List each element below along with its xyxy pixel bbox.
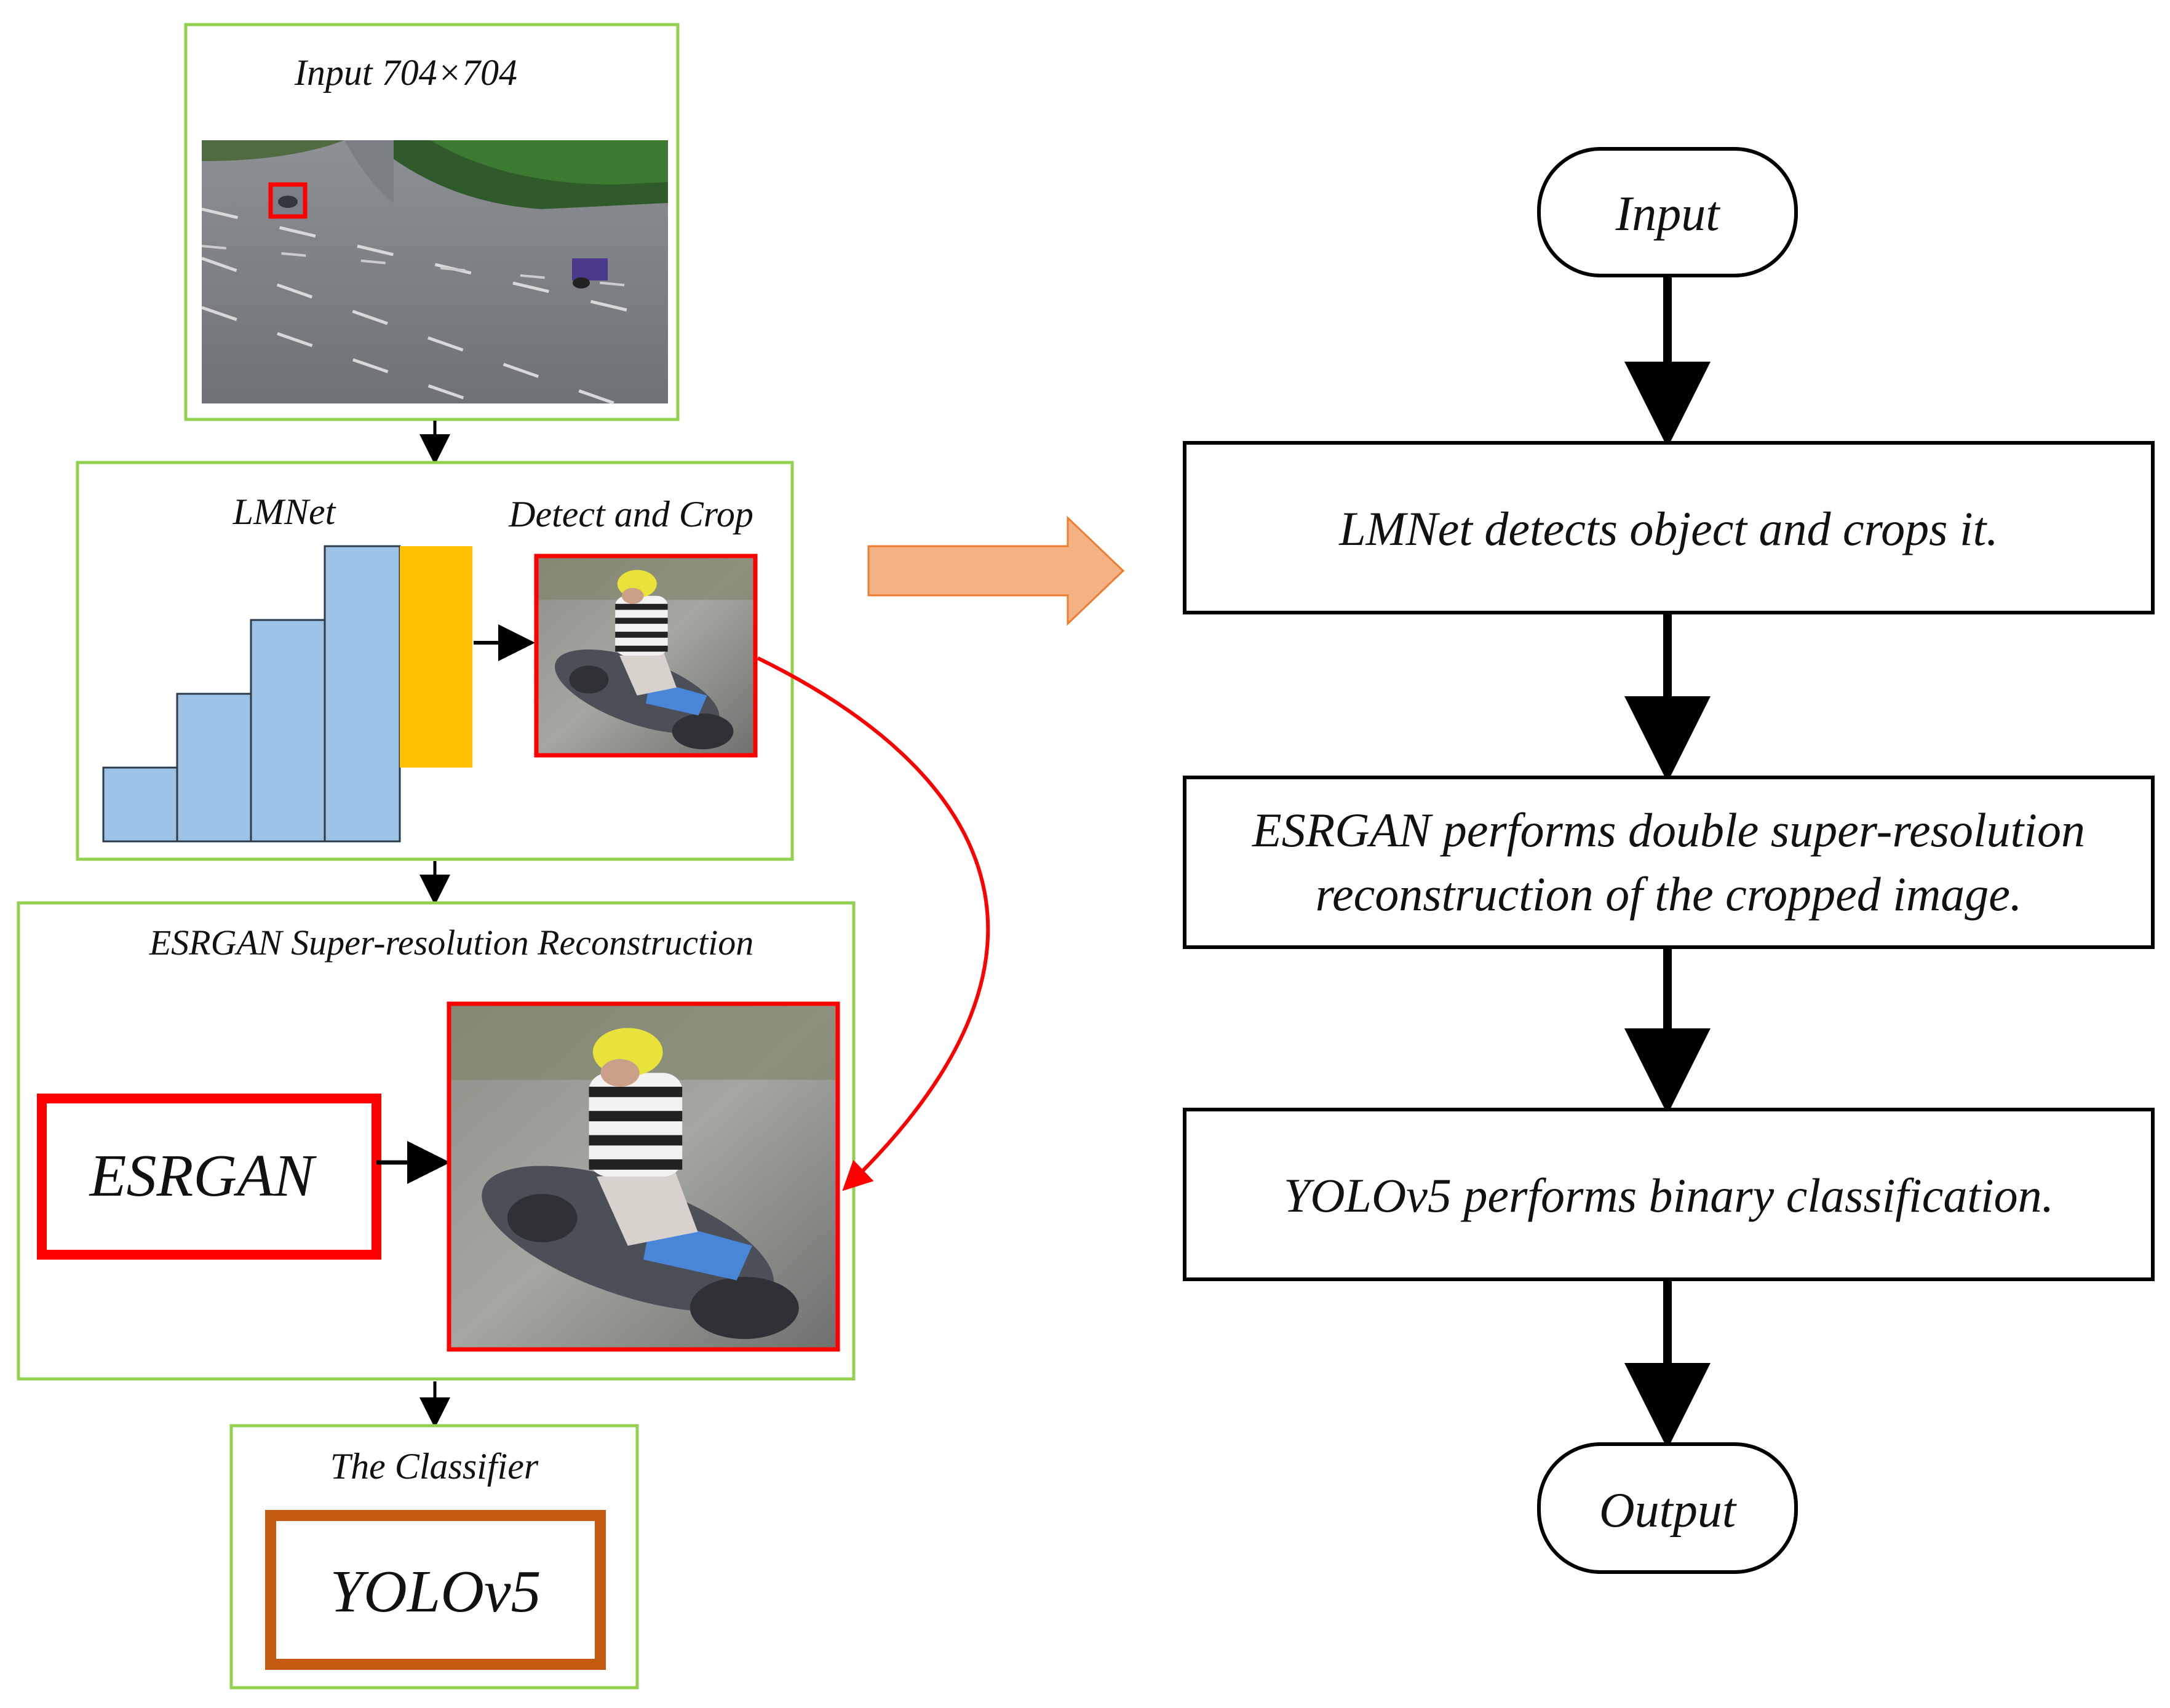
lmnet-feature-bars bbox=[102, 545, 472, 843]
flow-end-label: Output bbox=[1599, 1484, 1737, 1538]
lmnet-title: LMNet bbox=[232, 491, 336, 532]
cropped-rider-image bbox=[534, 554, 758, 758]
input-panel: Input 704×704 bbox=[184, 23, 680, 421]
flow-step-2 bbox=[1183, 776, 2155, 949]
flow-step-2-line-2: reconstruction of the cropped image. bbox=[1316, 867, 2022, 921]
classifier-title: The Classifier bbox=[330, 1446, 539, 1487]
input-detection-box bbox=[268, 182, 308, 219]
detect-and-crop-title: Detect and Crop bbox=[508, 494, 753, 534]
lmnet-panel: LMNet Detect and Crop bbox=[76, 461, 794, 861]
input-panel-title: Input 704×704 bbox=[294, 52, 517, 93]
input-road-image bbox=[201, 140, 669, 405]
flow-step-3 bbox=[1183, 1108, 2155, 1281]
esrgan-panel: ESRGAN Super-resolution Reconstruction E… bbox=[17, 901, 856, 1381]
classifier-panel: The Classifier YOLOv5 bbox=[229, 1424, 639, 1690]
esrgan-box-label: ESRGAN bbox=[89, 1143, 317, 1209]
flow-step-3-line-1: YOLOv5 performs binary classification. bbox=[1284, 1169, 2054, 1222]
esrgan-panel-title: ESRGAN Super-resolution Reconstruction bbox=[149, 923, 754, 963]
curved-red-arrow bbox=[757, 656, 990, 1191]
yolov5-box bbox=[265, 1510, 606, 1670]
esrgan-box bbox=[37, 1094, 381, 1260]
flow-end-terminal bbox=[1537, 1442, 1798, 1574]
yolov5-box-label: YOLOv5 bbox=[330, 1559, 541, 1625]
flow-step-1 bbox=[1183, 441, 2155, 614]
flow-step-2-line-1: ESRGAN performs double super-resolution bbox=[1252, 803, 2085, 857]
flowchart: Input LMNet detects object and crops it.… bbox=[1183, 147, 2155, 1574]
super-resolved-rider-image bbox=[447, 1001, 840, 1352]
flow-start-label: Input bbox=[1615, 187, 1721, 241]
big-transition-arrow bbox=[867, 515, 1125, 626]
flow-step-1-line-1: LMNet detects object and crops it. bbox=[1338, 502, 1998, 555]
